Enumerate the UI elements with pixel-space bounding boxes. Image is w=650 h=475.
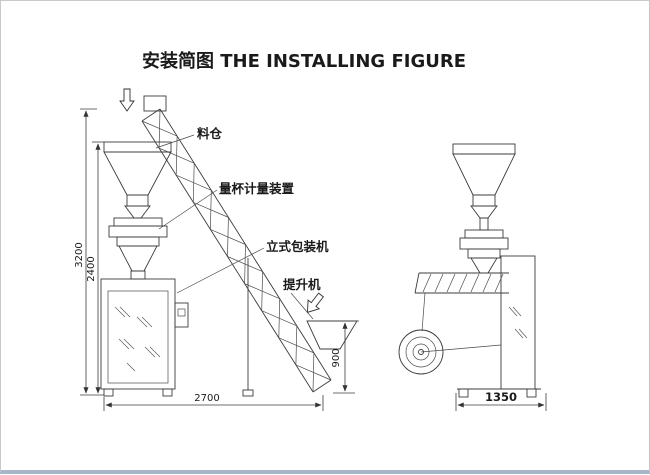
elevator-lattice-1 (158, 108, 332, 381)
hopper-outlet (126, 194, 149, 207)
front-view-dimensions: 3200 2400 2700 900 (74, 108, 359, 411)
dim-2400-value: 2400 (86, 256, 97, 281)
film-roll-outer (398, 329, 444, 375)
material-hopper (103, 141, 172, 219)
film-roll-hanger (421, 292, 426, 332)
measuring-disc-3 (116, 236, 160, 247)
side-column-reflection-marks (508, 306, 528, 339)
side-forming-funnel (470, 257, 498, 274)
side-view: 1350 (398, 143, 547, 411)
control-screen (177, 308, 186, 317)
machine-cabinet (100, 278, 176, 390)
side-column (500, 255, 536, 390)
machine-foot-right (162, 388, 173, 397)
measuring-device-label: 量杯计量装置 (219, 181, 295, 196)
side-hopper-cone (452, 153, 516, 196)
side-hopper-lower-cone (470, 205, 498, 219)
discharge-down-arrow-icon (119, 88, 135, 112)
elevator-leader-line (290, 292, 314, 320)
film-roll-core (412, 343, 430, 361)
dim-2700-value: 2700 (194, 393, 219, 404)
side-view-dimensions: 1350 (455, 390, 547, 411)
measuring-disc-1 (113, 217, 163, 227)
hopper-cone (103, 151, 172, 196)
front-view: 料仓 量杯计量装置 立式包装机 提升机 3200 2400 2700 900 (74, 88, 359, 411)
machine-door (107, 290, 169, 384)
side-hopper-tube (479, 217, 489, 231)
tray-hatch-marks (422, 273, 504, 293)
feed-down-arrow-icon (306, 292, 324, 313)
film-roll-bracket (420, 344, 502, 353)
elevator-feed-boot (306, 320, 358, 350)
packing-machine-body (100, 278, 189, 397)
side-measuring-disc-2 (459, 237, 509, 250)
side-foot-left (458, 388, 469, 398)
packing-machine-label: 立式包装机 (266, 239, 329, 254)
forming-funnel (118, 245, 158, 272)
hopper-lower-cone (124, 205, 151, 219)
diagram-title: 安装简图 THE INSTALLING FIGURE (142, 50, 466, 72)
dim-1350-value: 1350 (485, 390, 517, 404)
side-measuring-disc-1 (464, 229, 504, 239)
hopper-leader-line (155, 134, 195, 149)
neck-tube (130, 270, 146, 280)
packer-leader-line (176, 247, 265, 294)
tray-left-end (414, 272, 420, 294)
elevator-head-box (143, 95, 167, 112)
film-roll-mid (405, 336, 437, 368)
elevator-lattice-2 (141, 120, 315, 393)
elevator-bottom-cap (312, 379, 332, 393)
hopper-label: 料仓 (197, 126, 223, 141)
side-foot-right (526, 388, 537, 398)
elevator-top-cap (141, 108, 161, 122)
film-roll-assembly (398, 292, 502, 375)
door-reflection-marks (114, 306, 161, 372)
measuring-disc-2 (108, 225, 168, 238)
dim-900-value: 900 (331, 348, 342, 367)
elevator-conveyor (119, 88, 358, 397)
machine-foot-left (103, 388, 114, 397)
front-view-labels: 料仓 量杯计量装置 立式包装机 提升机 (155, 126, 329, 320)
side-machine-body (414, 255, 541, 398)
side-measuring-disc-3 (467, 248, 501, 259)
elevator-label: 提升机 (283, 277, 321, 292)
film-roll-axle (418, 349, 424, 355)
side-hopper-rim (452, 143, 516, 155)
elevator-support-foot (242, 389, 254, 397)
side-hopper (452, 143, 516, 231)
measuring-cup-device (108, 217, 168, 280)
measuring-leader-line (158, 189, 218, 230)
control-box (174, 302, 189, 328)
side-hopper-outlet (472, 194, 496, 207)
dim-3200-value: 3200 (74, 242, 85, 267)
